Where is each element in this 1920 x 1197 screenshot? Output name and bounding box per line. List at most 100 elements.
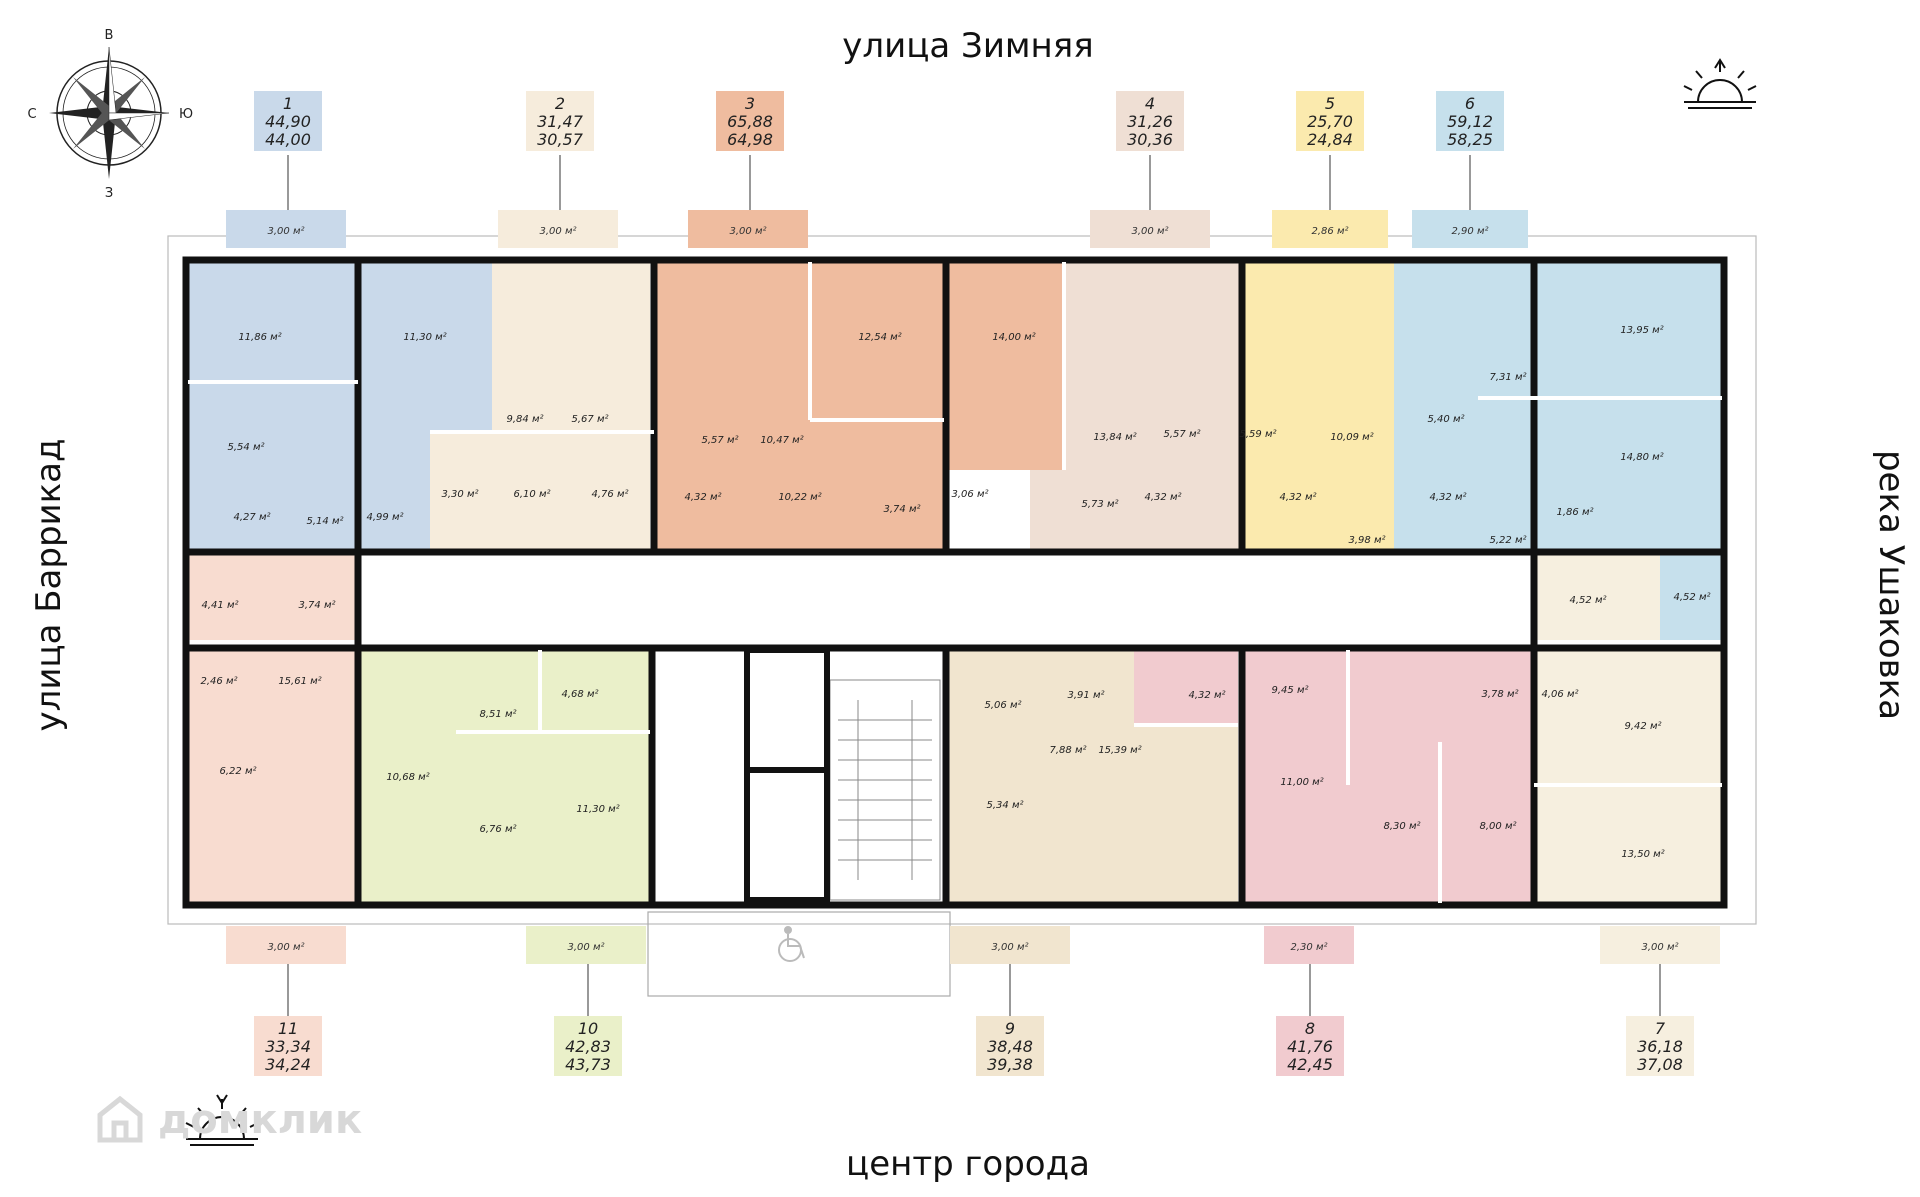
apartment-living-area-9: 39,38 xyxy=(987,1055,1033,1074)
watermark-text: домклик xyxy=(158,1097,362,1143)
room-area-label: 4,32 м² xyxy=(685,492,722,503)
room-area-label: 13,95 м² xyxy=(1620,325,1663,336)
room-area-label: 5,14 м² xyxy=(307,516,344,527)
room-area-label: 5,59 м² xyxy=(1240,429,1277,440)
apartment-number-2: 2 xyxy=(555,94,565,113)
apartment-5-area[interactable] xyxy=(1244,262,1394,550)
apartment-total-area-6: 59,12 xyxy=(1447,112,1493,131)
elevator-shafts xyxy=(744,647,830,903)
apartment-tag-7[interactable] xyxy=(1626,1016,1694,1076)
balcony-apt-2 xyxy=(498,210,618,248)
room-area-label: 14,00 м² xyxy=(992,332,1035,343)
room-area-label: 8,00 м² xyxy=(1480,821,1517,832)
apartment-tag-3[interactable] xyxy=(716,91,784,151)
room-area-label: 15,61 м² xyxy=(278,676,321,687)
apartment-6-area[interactable] xyxy=(1394,262,1722,640)
apartment-3-area[interactable] xyxy=(654,262,944,550)
apartment-11-area[interactable] xyxy=(188,555,358,903)
apartment-number-1: 1 xyxy=(283,94,293,113)
street-top-label: улица Зимняя xyxy=(842,26,1093,66)
apartment-living-area-11: 34,24 xyxy=(265,1055,311,1074)
balcony-area-apt-4: 3,00 м² xyxy=(1132,226,1169,237)
apartment-number-10: 10 xyxy=(578,1019,598,1038)
apartment-2-area[interactable] xyxy=(430,262,650,550)
balcony-apt-5 xyxy=(1272,210,1388,248)
balcony-area-apt-10: 3,00 м² xyxy=(568,942,605,953)
apartment-1-area[interactable] xyxy=(188,262,492,550)
room-area-label: 4,32 м² xyxy=(1280,492,1317,503)
room-area-label: 10,68 м² xyxy=(386,772,429,783)
room-area-label: 5,40 м² xyxy=(1428,414,1465,425)
apartment-tag-11[interactable] xyxy=(254,1016,322,1076)
apartment-living-area-6: 58,25 xyxy=(1447,130,1493,149)
apartment-tag-6[interactable] xyxy=(1436,91,1504,151)
apartment-10-area[interactable] xyxy=(360,650,650,903)
apartment-4-area[interactable] xyxy=(1030,262,1240,550)
room-area-label: 2,46 м² xyxy=(201,676,238,687)
room-area-label: 4,06 м² xyxy=(1542,689,1579,700)
room-area-label: 5,22 м² xyxy=(1490,535,1527,546)
compass-north-letter: В xyxy=(105,28,114,43)
apartment-8-area[interactable] xyxy=(1134,650,1534,903)
apartment-number-6: 6 xyxy=(1465,94,1475,113)
balcony-apt-7 xyxy=(1600,926,1720,964)
balcony-area-apt-7: 3,00 м² xyxy=(1642,942,1679,953)
apartment-living-area-7: 37,08 xyxy=(1637,1055,1683,1074)
apartment-tag-2[interactable] xyxy=(526,91,594,151)
room-area-label: 15,39 м² xyxy=(1098,745,1141,756)
room-area-label: 8,30 м² xyxy=(1384,821,1421,832)
room-area-label: 4,52 м² xyxy=(1674,592,1711,603)
room-area-label: 3,74 м² xyxy=(299,600,336,611)
apartment-tag-10[interactable] xyxy=(554,1016,622,1076)
apartment-tag-5[interactable] xyxy=(1296,91,1364,151)
stairwell xyxy=(829,679,941,901)
room-area-label: 10,22 м² xyxy=(778,492,821,503)
room-area-label: 4,32 м² xyxy=(1189,690,1226,701)
apartment-7-area[interactable] xyxy=(1534,555,1722,903)
apartment-tag-4[interactable] xyxy=(1116,91,1184,151)
room-area-label: 4,68 м² xyxy=(562,689,599,700)
street-right-label: река Ушаковка xyxy=(1871,450,1911,720)
balcony-area-apt-1: 3,00 м² xyxy=(268,226,305,237)
room-area-label: 6,76 м² xyxy=(480,824,517,835)
apartment-number-9: 9 xyxy=(1005,1019,1015,1038)
room-area-label: 11,86 м² xyxy=(238,332,281,343)
room-area-label: 5,57 м² xyxy=(702,435,739,446)
balcony-area-apt-9: 3,00 м² xyxy=(992,942,1029,953)
room-area-label: 13,84 м² xyxy=(1093,432,1136,443)
apartment-total-area-7: 36,18 xyxy=(1637,1037,1683,1056)
room-area-label: 8,51 м² xyxy=(480,709,517,720)
walls xyxy=(182,256,1728,909)
room-area-label: 6,10 м² xyxy=(514,489,551,500)
room-area-label: 11,00 м² xyxy=(1280,777,1323,788)
room-area-label: 9,45 м² xyxy=(1272,685,1309,696)
apartment-tag-9[interactable] xyxy=(976,1016,1044,1076)
room-area-label: 11,30 м² xyxy=(576,804,619,815)
apartment-tag-8[interactable] xyxy=(1276,1016,1344,1076)
room-area-label: 10,47 м² xyxy=(760,435,803,446)
room-area-label: 4,27 м² xyxy=(234,512,271,523)
apartment-number-8: 8 xyxy=(1305,1019,1315,1038)
compass-west-letter: С xyxy=(27,107,36,122)
compass-south-letter: З xyxy=(105,186,113,201)
apartment-number-5: 5 xyxy=(1325,94,1335,113)
balcony-apt-1 xyxy=(226,210,346,248)
sunrise-icon xyxy=(1683,58,1757,109)
apartment-tag-1[interactable] xyxy=(254,91,322,151)
room-area-label: 11,30 м² xyxy=(403,332,446,343)
balcony-area-apt-2: 3,00 м² xyxy=(540,226,577,237)
room-area-label: 13,50 м² xyxy=(1621,849,1664,860)
apartment-number-3: 3 xyxy=(745,94,755,113)
apartment-living-area-2: 30,57 xyxy=(537,130,584,149)
balcony-apt-3 xyxy=(688,210,808,248)
apartment-living-area-4: 30,36 xyxy=(1127,130,1173,149)
apartment-living-area-3: 64,98 xyxy=(727,130,773,149)
room-area-label: 10,09 м² xyxy=(1330,432,1373,443)
room-area-label: 5,57 м² xyxy=(1164,429,1201,440)
balcony-apt-11 xyxy=(226,926,346,964)
room-area-label: 9,42 м² xyxy=(1625,721,1662,732)
corridor xyxy=(356,555,1536,645)
apartment-living-area-1: 44,00 xyxy=(265,130,311,149)
room-area-label: 3,06 м² xyxy=(952,489,989,500)
